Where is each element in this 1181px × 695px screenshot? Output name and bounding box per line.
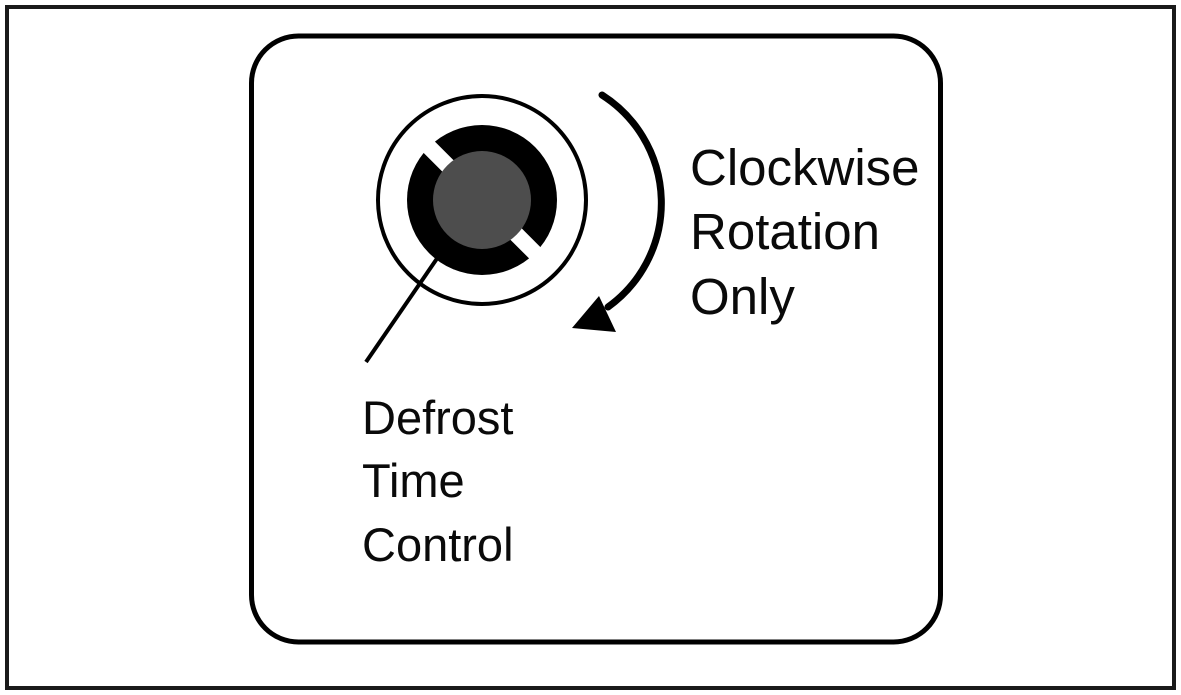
clockwise-arrow [572, 91, 665, 332]
defrost-label: Defrost Time Control [362, 391, 514, 571]
knob-outer-ring [376, 94, 588, 306]
rotation-note: Clockwise Rotation Only [690, 139, 920, 325]
defrost-timer-knob [376, 94, 588, 306]
clockwise-arrow-head [572, 296, 616, 332]
defrost-label-line-3: Control [362, 518, 514, 571]
rotation-note-line-1: Clockwise [690, 139, 920, 196]
rotation-note-line-2: Rotation [690, 203, 880, 260]
control-panel-outline [249, 33, 943, 645]
defrost-label-line-2: Time [362, 454, 465, 507]
clockwise-arrow-arc [598, 91, 665, 311]
rotation-note-line-3: Only [690, 268, 795, 325]
defrost-label-line-1: Defrost [362, 391, 514, 444]
knob-shaft [433, 151, 531, 249]
